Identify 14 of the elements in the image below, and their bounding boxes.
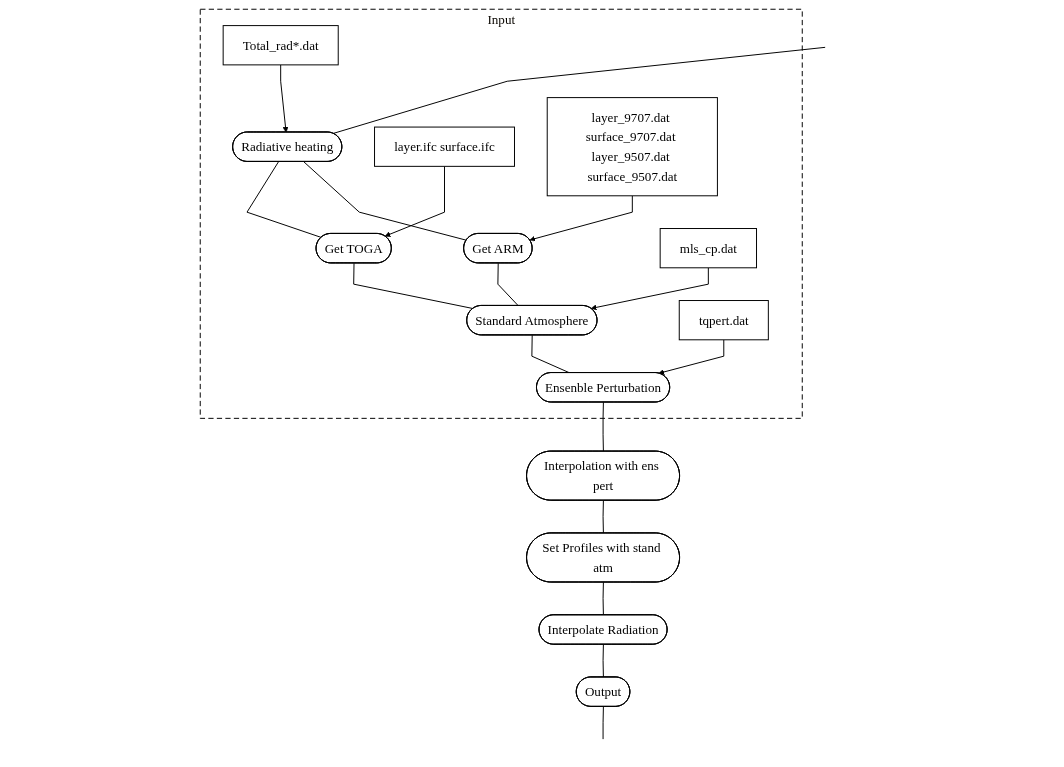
connector: [602, 499, 604, 534]
connector: [602, 401, 604, 452]
node-box: Total_rad*.dat: [222, 24, 339, 65]
connector: [497, 262, 519, 306]
node-box: layer.ifc surface.ifc: [373, 126, 515, 167]
connector: [332, 46, 826, 134]
connector: [531, 334, 570, 373]
node-box: layer_9707.dat surface_9707.dat layer_9507.dat surface_9507.dat: [546, 96, 718, 196]
connector: [602, 581, 604, 616]
connector: [602, 705, 604, 740]
node-box: mls_cp.dat: [659, 227, 757, 268]
node-box: tqpert.dat: [678, 299, 769, 340]
connector: [602, 643, 604, 678]
connector: [302, 160, 467, 241]
